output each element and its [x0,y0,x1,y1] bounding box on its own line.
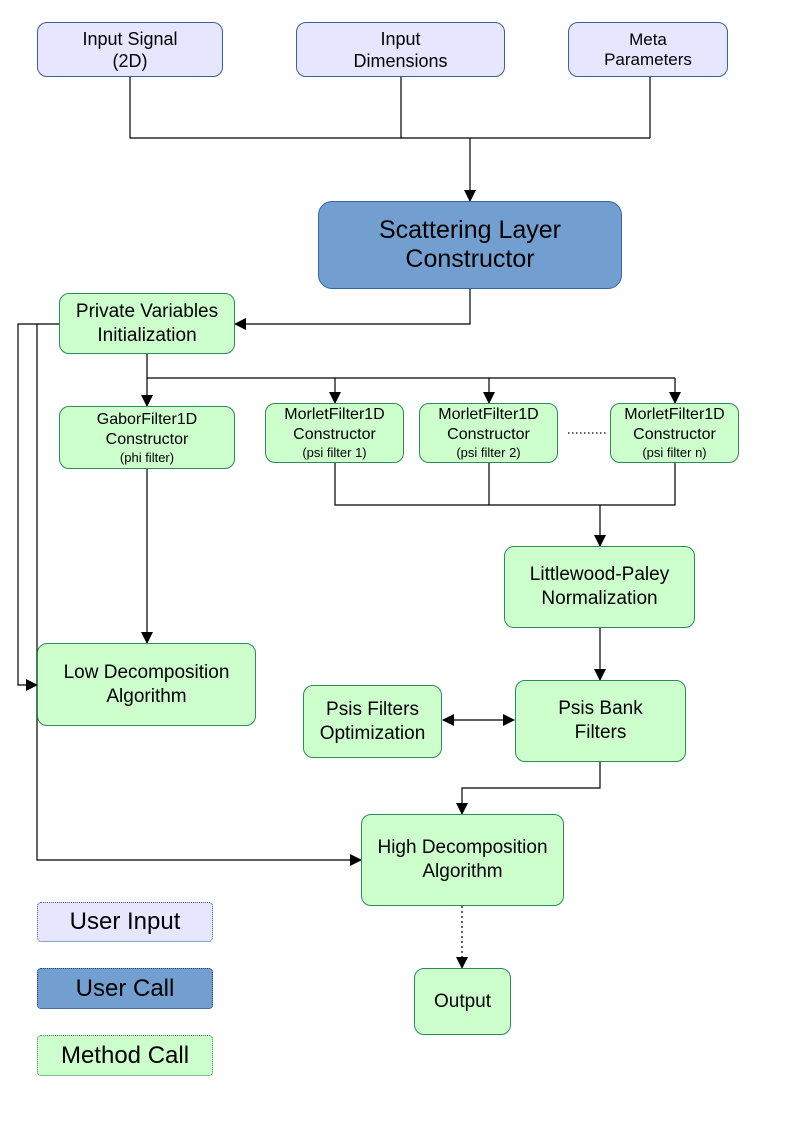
morlet-2-line-2: Constructor [447,426,530,443]
private-variables-node: Private Variables Initialization [59,293,235,354]
littlewood-line-2: Normalization [541,588,658,609]
psis-bank-line-1: Psis Bank [558,698,643,719]
meta-parameters-line-2: Parameters [604,49,692,69]
arrow-to-private-vars [234,289,471,330]
low-decomp-line-1: Low Decomposition [63,661,230,683]
input-signal-line-2: (2D) [112,50,148,71]
input-signal-node: Input Signal (2D) [37,22,223,77]
morlet-filter-2-node: MorletFilter1D Constructor (psi filter 2… [419,403,558,463]
arrow-private-to-high-decomp [36,324,362,866]
input-dimensions-line-1: Input [380,28,421,49]
arrow-to-high-decomp [456,762,601,815]
arrow-private-to-low-decomp [17,323,59,691]
morlet-1-note: (psi filter 1) [302,445,367,460]
wire-input-signal [129,77,650,139]
scattering-layer-constructor-node: Scattering Layer Constructor [318,201,622,289]
psis-filters-optimization-node: Psis Filters Optimization [303,685,442,758]
high-decomp-line-1: High Decomposition [377,837,548,858]
wire-filter-bus [146,354,675,379]
low-decomp-line-2: Algorithm [106,685,187,707]
gabor-filter-node: GaborFilter1D Constructor (phi filter) [59,406,235,469]
high-decomposition-node: High Decomposition Algorithm [361,814,564,906]
morlet-1-line-2: Constructor [293,426,376,443]
legend-user-input-label: User Input [69,908,181,935]
private-vars-line-1: Private Variables [75,300,219,322]
morlet-filter-1-node: MorletFilter1D Constructor (psi filter 1… [265,403,404,463]
input-dimensions-line-2: Dimensions [353,50,448,71]
legend-user-call: User Call [37,968,213,1009]
legend-user-call-label: User Call [75,974,175,1002]
meta-parameters-line-1: Meta [629,29,667,49]
psis-opt-line-2: Optimization [319,722,426,744]
input-dimensions-node: Input Dimensions [296,22,505,77]
scattering-line-1: Scattering Layer [378,216,562,244]
legend-method-call-label: Method Call [60,1041,190,1069]
high-decomp-line-2: Algorithm [422,861,503,882]
psis-bank-line-2: Filters [574,722,627,743]
morlet-1-line-1: MorletFilter1D [284,406,385,423]
legend-method-call: Method Call [37,1035,213,1076]
psis-opt-line-1: Psis Filters [326,698,419,720]
morlet-n-note: (psi filter n) [642,445,707,460]
wire-morlet-merge [334,463,676,506]
morlet-filter-n-node: MorletFilter1D Constructor (psi filter n… [610,403,739,463]
scattering-line-2: Constructor [405,245,535,273]
morlet-2-line-1: MorletFilter1D [438,406,539,423]
output-node: Output [414,968,511,1035]
littlewood-line-1: Littlewood-Paley [529,564,670,585]
legend-user-input: User Input [37,902,213,942]
gabor-note: (phi filter) [119,449,175,465]
low-decomposition-node: Low Decomposition Algorithm [37,643,256,726]
psis-bank-filters-node: Psis Bank Filters [515,680,686,762]
littlewood-paley-node: Littlewood-Paley Normalization [504,546,695,628]
morlet-n-line-1: MorletFilter1D [624,406,725,423]
gabor-line-1: GaborFilter1D [96,410,198,428]
private-vars-line-2: Initialization [97,324,197,346]
meta-parameters-node: Meta Parameters [568,22,728,77]
morlet-n-line-2: Constructor [633,426,716,443]
input-signal-line-1: Input Signal [82,28,178,49]
morlet-2-note: (psi filter 2) [456,445,521,460]
gabor-line-2: Constructor [105,430,189,448]
output-label: Output [433,990,492,1012]
